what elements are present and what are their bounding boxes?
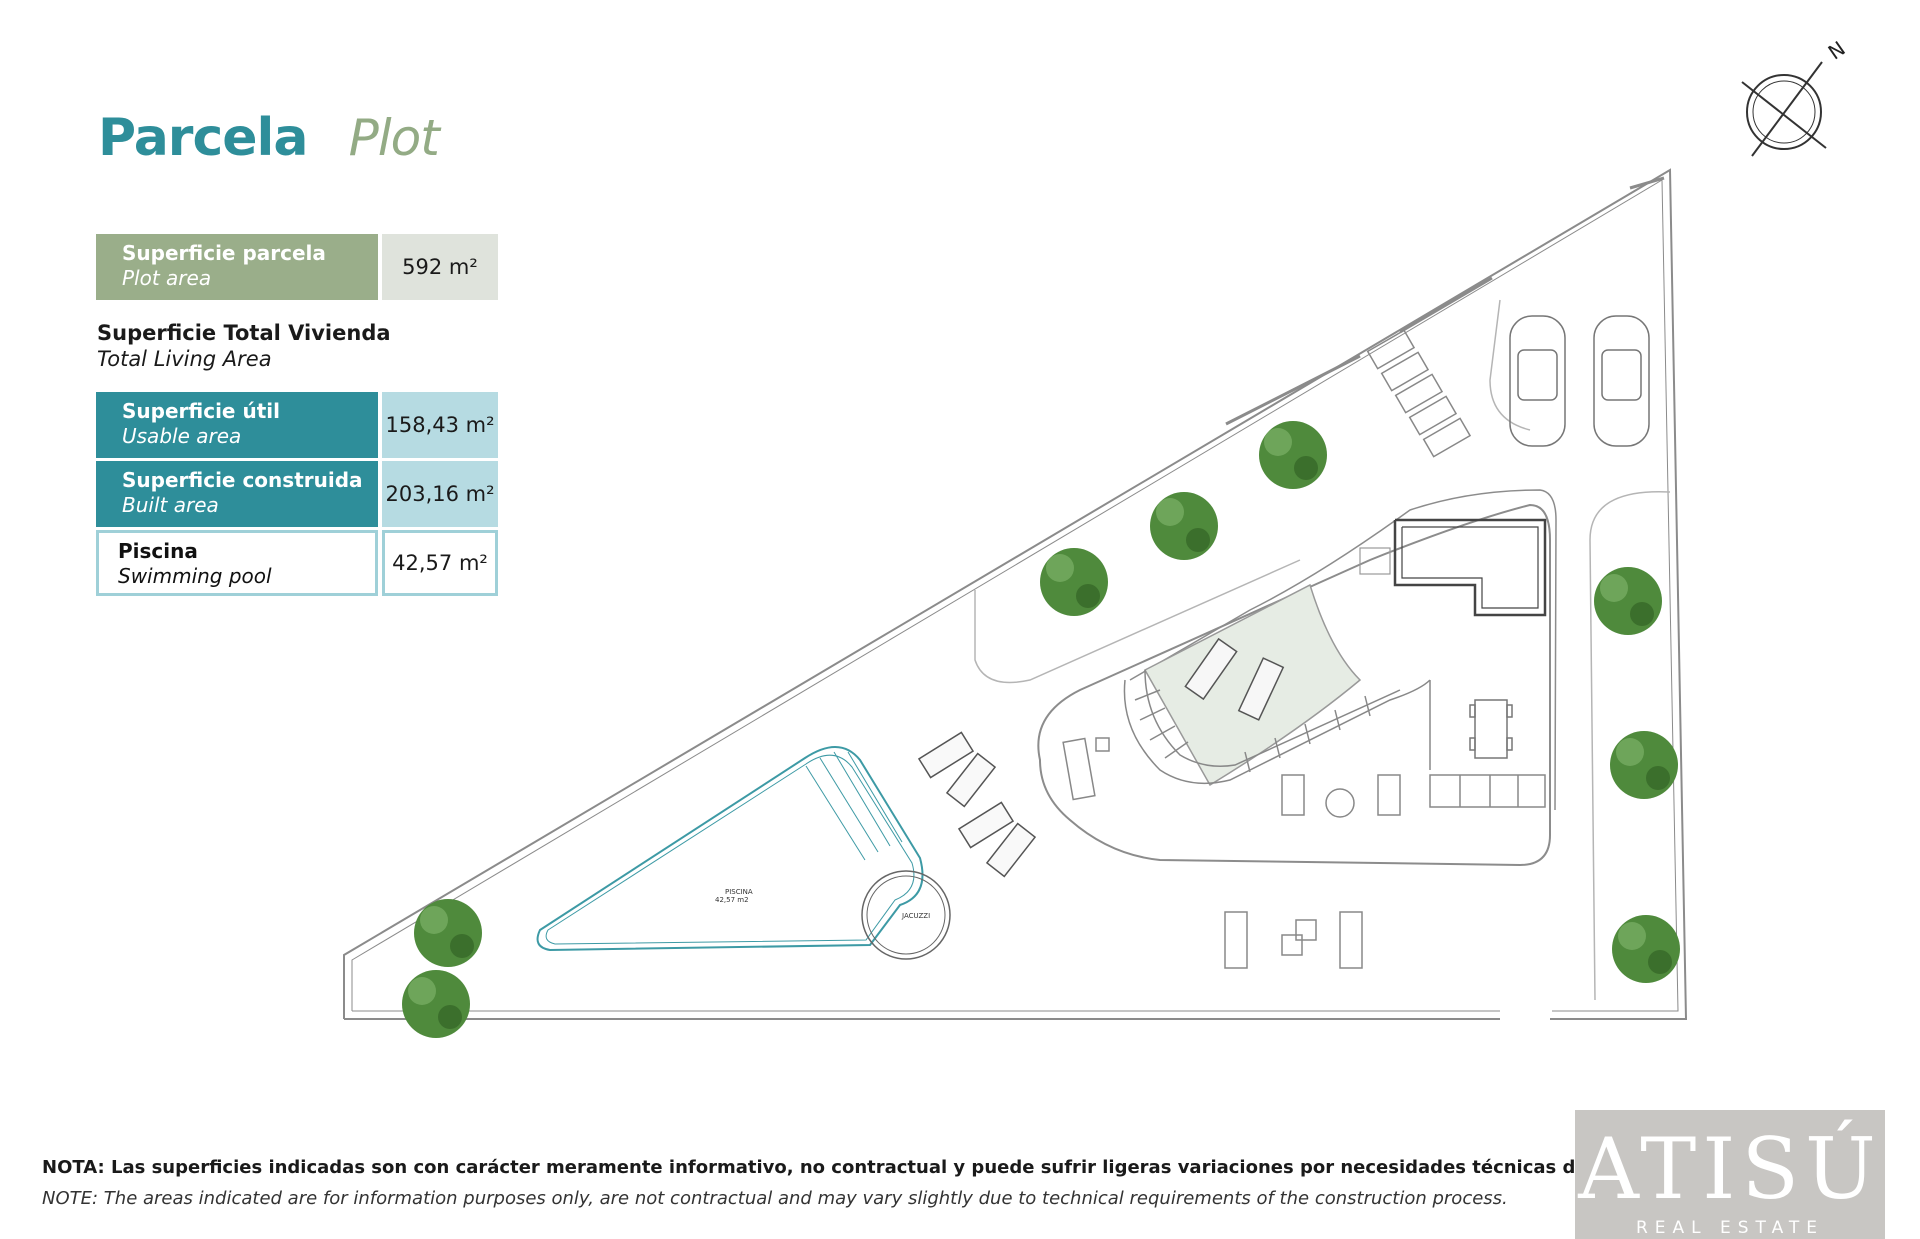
- built-area-value: 203,16 m²: [382, 461, 498, 527]
- outdoor-lounge: [1224, 911, 1363, 969]
- built-area-row: Superficie construida Built area 203,16 …: [96, 461, 498, 527]
- jacuzzi-label: JACUZZI: [901, 912, 930, 920]
- lawn-sunbeds: [1184, 637, 1285, 721]
- tree-icon: [414, 899, 482, 967]
- tree-icon: [1612, 915, 1680, 983]
- tree-icon: [1594, 567, 1662, 635]
- house-terrace: [1037, 489, 1557, 867]
- tree-icon: [1259, 421, 1327, 489]
- utility-box: [1359, 547, 1391, 575]
- usable-area-row: Superficie útil Usable area 158,43 m²: [96, 392, 498, 458]
- north-compass-icon: N: [1741, 36, 1850, 157]
- usable-area-value: 158,43 m²: [382, 392, 498, 458]
- terrace-stairs: [1123, 669, 1546, 808]
- entrance-steps: [1366, 329, 1472, 458]
- tree-icon: [1150, 492, 1218, 560]
- logo-wordmark: ATISÚ: [1578, 1120, 1882, 1218]
- atisu-logo: ATISÚ REAL ESTATE: [1575, 1110, 1885, 1239]
- plot-area-label: Superficie parcela Plot area: [96, 234, 378, 300]
- tree-icon: [1040, 548, 1108, 616]
- plot-area-row: Superficie parcela Plot area 592 m²: [96, 234, 498, 300]
- page-title: Parcela Plot: [98, 108, 440, 178]
- tree-icon: [402, 970, 470, 1038]
- note-spanish: NOTA: Las superficies indicadas son con …: [42, 1157, 1848, 1178]
- north-label: N: [1824, 36, 1850, 64]
- note-english: NOTE: The areas indicated are for inform…: [42, 1188, 1508, 1209]
- garden-paths: [974, 299, 1671, 1001]
- swimming-pool: [536, 746, 924, 952]
- logo-tagline: REAL ESTATE: [1635, 1218, 1825, 1238]
- tree-icons: [402, 421, 1680, 1038]
- title-english: Plot: [348, 109, 440, 167]
- poolside-sunbeds: [917, 731, 1037, 878]
- title-spanish: Parcela: [98, 108, 308, 168]
- pool-area-row: Piscina Swimming pool 42,57 m²: [96, 530, 498, 596]
- parking-cars: [1509, 315, 1650, 447]
- dining-table: [1469, 699, 1513, 759]
- pool-area-label: Piscina Swimming pool: [96, 530, 378, 596]
- built-area-label: Superficie construida Built area: [96, 461, 378, 527]
- tree-icon: [1610, 731, 1678, 799]
- usable-area-label: Superficie útil Usable area: [96, 392, 378, 458]
- plot-boundary: [343, 168, 1688, 1020]
- pool-label: PISCINA: [725, 888, 753, 896]
- plot-area-value: 592 m²: [382, 234, 498, 300]
- house-footprint: [1393, 518, 1547, 617]
- terrace-seating: [1062, 737, 1401, 818]
- jacuzzi: [861, 870, 951, 960]
- pool-area-label: 42,57 m2: [715, 896, 749, 904]
- pool-area-value: 42,57 m²: [382, 530, 498, 596]
- total-living-area-heading: Superficie Total Vivienda Total Living A…: [97, 321, 391, 371]
